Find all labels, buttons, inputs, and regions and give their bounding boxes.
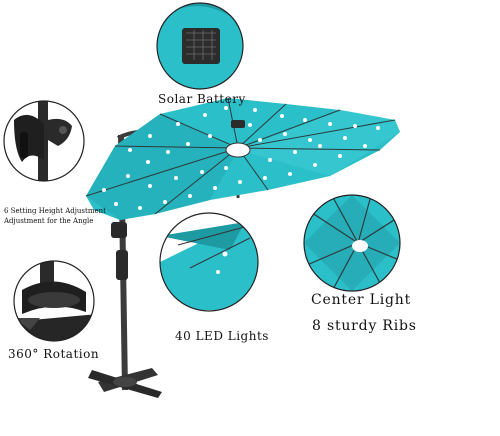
rotation-base-icon [13, 260, 95, 342]
solar-panel-icon [156, 2, 244, 90]
center-light-label: Center Light [311, 292, 412, 308]
height-crank-icon [3, 100, 85, 182]
sturdy-ribs-label: 8 sturdy Ribs [312, 318, 417, 334]
height-adjustment-label: 6 Setting Height Adjustment Adjustment f… [4, 206, 106, 226]
led-canopy-icon [159, 212, 259, 312]
height-adjustment-line2: Adjustment for the Angle [4, 217, 94, 225]
center-light-icon [303, 194, 401, 292]
rotation-label: 360° Rotation [8, 347, 100, 361]
umbrella-main [85, 97, 400, 398]
height-adjustment-line1: 6 Setting Height Adjustment [4, 207, 106, 215]
solar-battery-label: Solar Battery [158, 92, 246, 106]
led-lights-label: 40 LED Lights [175, 329, 269, 343]
